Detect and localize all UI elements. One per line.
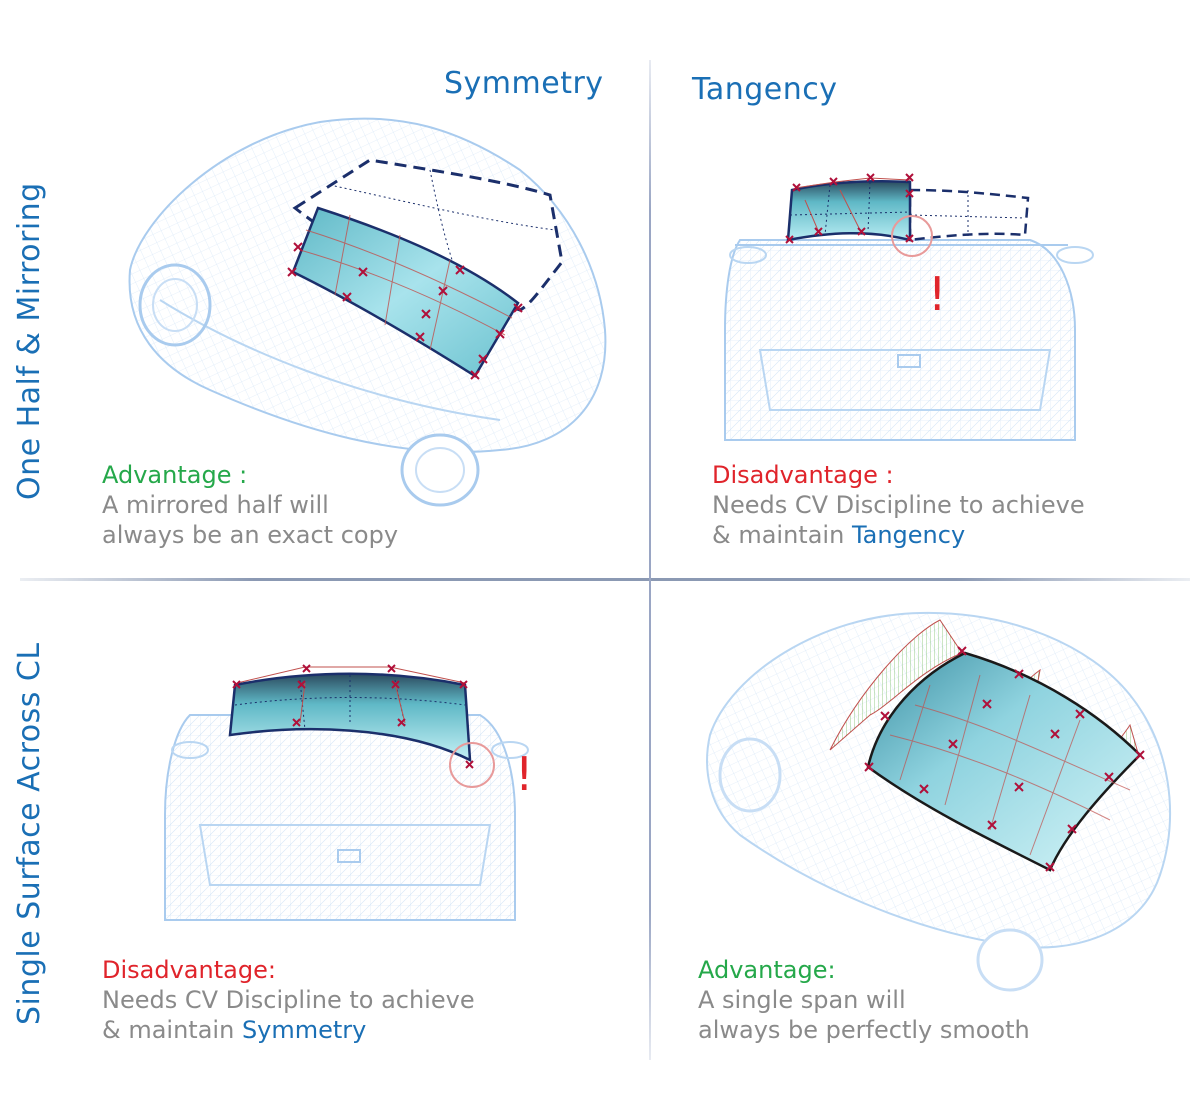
disadvantage-label: Disadvantage: [102, 956, 276, 984]
note-line: A single span will [698, 986, 906, 1014]
vertical-divider [649, 60, 651, 1060]
note-line-prefix: & maintain [102, 1016, 242, 1044]
note-line: A mirrored half will [102, 491, 329, 519]
note-bottom-right: Advantage: A single span will always be … [698, 955, 1030, 1045]
advantage-label: Advantage: [698, 956, 836, 984]
car-illustration-top-right: ! [724, 173, 1094, 441]
note-top-right: Disadvantage : Needs CV Discipline to ac… [712, 460, 1085, 550]
warning-mark-bottom: ! [515, 747, 533, 801]
note-line: & maintain Symmetry [102, 1015, 475, 1045]
car-illustration-bottom-right [706, 611, 1171, 992]
row-header-one-half-mirroring: One Half & Mirroring [12, 182, 47, 500]
car-illustration-bottom-left: ! [164, 664, 533, 921]
symmetry-highlight: Symmetry [241, 1016, 367, 1044]
note-top-left: Advantage : A mirrored half will always … [102, 460, 398, 550]
note-line: & maintain Tangency [712, 520, 1085, 550]
note-line-prefix: & maintain [712, 521, 852, 549]
note-line: always be an exact copy [102, 521, 399, 549]
horizontal-divider [20, 578, 1190, 581]
tangency-highlight: Tangency [851, 521, 966, 549]
disadvantage-label: Disadvantage : [712, 461, 894, 489]
note-line: always be perfectly smooth [698, 1016, 1030, 1044]
note-line: Needs CV Discipline to achieve [712, 491, 1085, 519]
warning-mark-top: ! [928, 267, 946, 321]
note-bottom-left: Disadvantage: Needs CV Discipline to ach… [102, 955, 475, 1045]
car-illustration-top-left [128, 117, 607, 507]
column-header-symmetry: Symmetry [444, 66, 604, 101]
advantage-label: Advantage : [102, 461, 248, 489]
row-header-single-surface: Single Surface Across CL [12, 642, 47, 1025]
note-line: Needs CV Discipline to achieve [102, 986, 475, 1014]
column-header-tangency: Tangency [692, 72, 838, 107]
